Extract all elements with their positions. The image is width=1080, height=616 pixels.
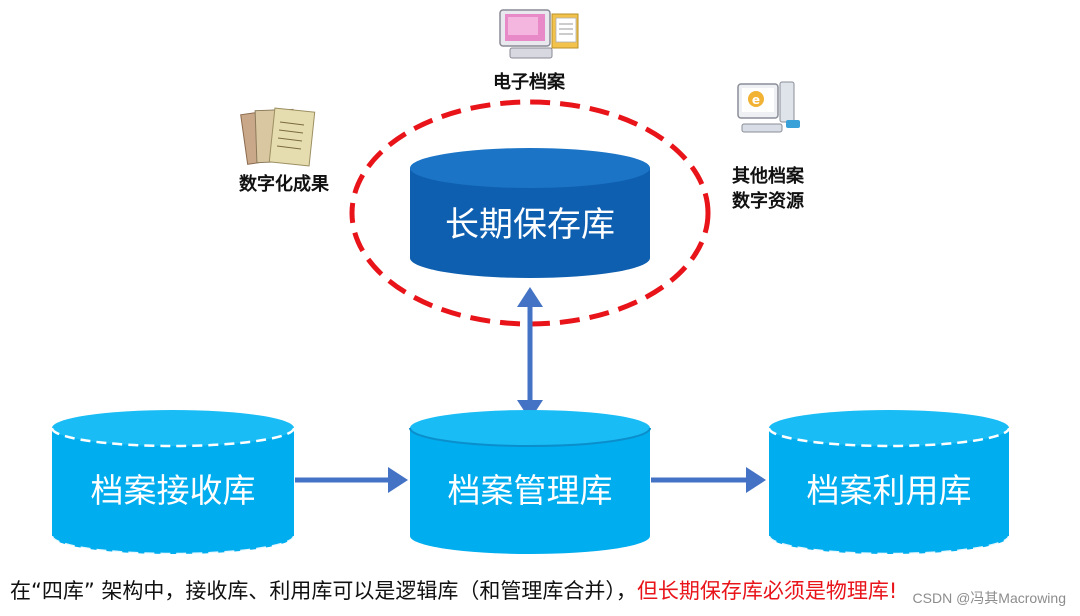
computer-folder-icon (499, 9, 579, 59)
management-db: 档案管理库 (409, 410, 651, 554)
paper-documents-icon (240, 107, 316, 167)
receive-db-label: 档案接收库 (91, 471, 256, 510)
watermark: CSDN @冯其Macrowing (912, 590, 1066, 606)
caption-text: 在“四库” 架构中，接收库、利用库可以是逻辑库（和管理库合并）， (10, 579, 637, 603)
electronic-archives-label: 电子档案 (493, 71, 566, 93)
arrow-up-head (517, 287, 543, 307)
long-term-storage-label: 长期保存库 (445, 205, 615, 245)
manage-to-use-arrowhead (746, 467, 766, 493)
use-db: 档案利用库 (767, 410, 1011, 556)
other-archives-label-line1: 其他档案 (732, 165, 805, 187)
svg-text:e: e (752, 93, 760, 107)
receive-to-manage-arrowhead (388, 467, 408, 493)
desktop-computer-icon: e (737, 81, 800, 133)
receive-db: 档案接收库 (50, 410, 296, 556)
management-db-label: 档案管理库 (448, 471, 613, 510)
other-archives-label-line2: 数字资源 (732, 190, 804, 212)
caption-highlight: 但长期保存库必须是物理库! (636, 579, 898, 603)
caption: 在“四库” 架构中，接收库、利用库可以是逻辑库（和管理库合并），但长期保存库必须… (10, 576, 1070, 606)
use-db-label: 档案利用库 (807, 471, 972, 510)
long-term-storage-db: 长期保存库 (410, 148, 650, 278)
digitized-results-label: 数字化成果 (239, 173, 330, 195)
